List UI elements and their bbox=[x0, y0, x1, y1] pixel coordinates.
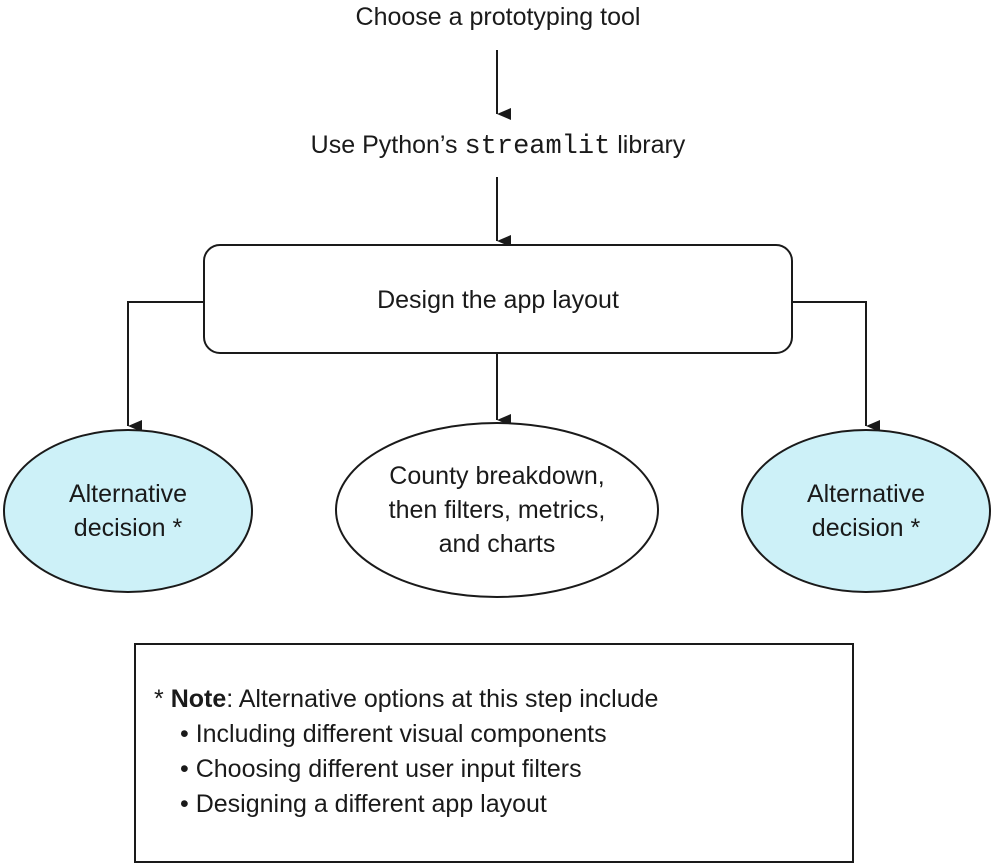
note-bullet: • Including different visual components bbox=[180, 720, 607, 748]
left-option-ellipse bbox=[3, 429, 253, 593]
step-design-layout-text: Design the app layout bbox=[377, 286, 619, 314]
step-use-streamlit-post: library bbox=[610, 131, 686, 159]
step-choose-tool: Choose a prototyping tool bbox=[0, 0, 996, 34]
left-option-line: decision * bbox=[73, 514, 183, 542]
note-rest: : Alternative options at this step inclu… bbox=[226, 685, 659, 713]
note-bullet-text: Choosing different user input filters bbox=[195, 755, 582, 783]
left-option-label: Alternative decision * bbox=[4, 477, 252, 545]
note-bullet-text: Designing a different app layout bbox=[195, 790, 547, 818]
left-option-line: Alternative bbox=[68, 480, 188, 508]
note-bullet-text: Including different visual components bbox=[195, 720, 607, 748]
center-option-label: County breakdown, then filters, metrics,… bbox=[336, 459, 658, 561]
step-use-streamlit-pre: Use Python’s bbox=[310, 131, 465, 159]
note-box bbox=[134, 643, 854, 863]
right-option-ellipse bbox=[741, 429, 991, 593]
streamlit-code: streamlit bbox=[464, 132, 611, 162]
center-option-line: County breakdown, bbox=[389, 462, 605, 490]
note-bullet: • Designing a different app layout bbox=[180, 790, 547, 818]
center-option-line: then filters, metrics, bbox=[388, 496, 606, 524]
note-bold: Note bbox=[170, 685, 227, 713]
step-choose-tool-text: Choose a prototyping tool bbox=[355, 3, 641, 31]
step-design-layout: Design the app layout bbox=[204, 283, 792, 317]
right-option-label: Alternative decision * bbox=[742, 477, 990, 545]
arrow-layout-to-right-option bbox=[792, 301, 880, 432]
arrow-layout-to-left-option bbox=[127, 301, 204, 432]
note-bullet: • Choosing different user input filters bbox=[180, 755, 582, 783]
note-prefix: * bbox=[154, 685, 171, 713]
note-text: * Note: Alternative options at this step… bbox=[154, 682, 658, 822]
right-option-line: decision * bbox=[811, 514, 921, 542]
step-use-streamlit: Use Python’s streamlit library bbox=[0, 128, 996, 164]
note-heading: * Note: Alternative options at this step… bbox=[154, 682, 658, 717]
center-option-ellipse bbox=[335, 422, 659, 598]
center-option-line: and charts bbox=[438, 530, 556, 558]
right-option-line: Alternative bbox=[806, 480, 926, 508]
